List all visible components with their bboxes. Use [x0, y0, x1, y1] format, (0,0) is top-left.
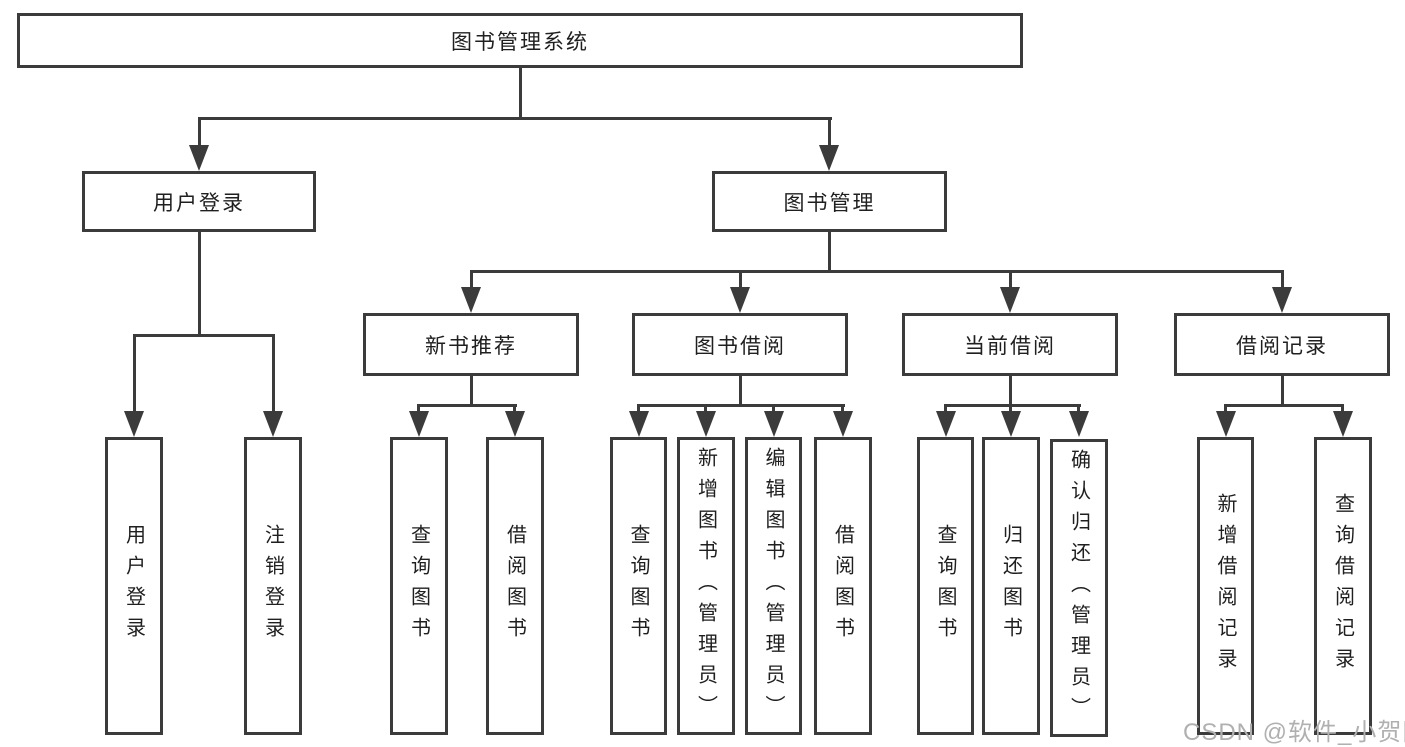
arrow-down-icon: [819, 145, 839, 171]
connector-vline: [1281, 273, 1284, 290]
leaf-return-books: 归还图书: [982, 437, 1040, 735]
connector-vline: [470, 376, 473, 407]
arrow-down-icon: [461, 287, 481, 313]
leaf-borrow-books-recommend: 借阅图书: [486, 437, 544, 735]
leaf-confirm-return-admin-label: 确认归还（管理员）: [1067, 448, 1090, 728]
node-book-management: 图书管理: [712, 171, 947, 232]
connector-vline: [133, 337, 136, 414]
arrow-down-icon: [936, 411, 956, 437]
leaf-query-books-borrowing-label: 查询图书: [627, 524, 649, 648]
connector-hline: [944, 404, 1081, 407]
leaf-query-books-current: 查询图书: [917, 437, 974, 735]
leaf-query-borrow-record-label: 查询借阅记录: [1331, 493, 1354, 679]
connector-vline: [1009, 376, 1012, 407]
connector-vline: [828, 120, 831, 148]
connector-hline: [133, 334, 275, 337]
node-new-book-recommend: 新书推荐: [363, 313, 579, 376]
arrow-down-icon: [764, 411, 784, 437]
leaf-return-books-label: 归还图书: [999, 524, 1022, 648]
connector-vline: [739, 376, 742, 407]
connector-vline: [519, 68, 522, 118]
leaf-edit-books-admin: 编辑图书（管理员）: [745, 437, 802, 735]
leaf-add-books-admin-label: 新增图书（管理员）: [694, 446, 717, 726]
node-book-borrowing-label: 图书借阅: [694, 334, 786, 358]
arrow-down-icon: [409, 411, 429, 437]
node-book-management-label: 图书管理: [783, 191, 876, 215]
node-borrowing-records: 借阅记录: [1174, 313, 1390, 376]
node-user-login-label: 用户登录: [153, 191, 245, 215]
connector-vline: [198, 120, 201, 148]
arrow-down-icon: [833, 411, 853, 437]
connector-vline: [198, 232, 201, 336]
arrow-down-icon: [629, 411, 649, 437]
node-library-system-label: 图书管理系统: [451, 30, 589, 54]
leaf-query-books-borrowing: 查询图书: [610, 437, 667, 735]
node-borrowing-records-label: 借阅记录: [1236, 334, 1328, 358]
connector-vline: [828, 232, 831, 273]
leaf-query-books-recommend: 查询图书: [390, 437, 448, 735]
leaf-logout-login: 注销登录: [244, 437, 302, 735]
leaf-query-books-current-label: 查询图书: [934, 524, 956, 648]
arrow-down-icon: [696, 411, 716, 437]
connector-hline: [637, 404, 845, 407]
leaf-query-books-recommend-label: 查询图书: [407, 524, 430, 648]
leaf-borrow-books-borrowing-label: 借阅图书: [831, 524, 854, 648]
leaf-borrow-books-recommend-label: 借阅图书: [503, 524, 526, 648]
arrow-down-icon: [1001, 411, 1021, 437]
csdn-watermark: CSDN @软件_小贺同学: [1183, 719, 1405, 746]
arrow-down-icon: [124, 411, 144, 437]
node-new-book-recommend-label: 新书推荐: [425, 334, 517, 358]
node-library-system: 图书管理系统: [17, 13, 1023, 68]
node-current-borrowing-label: 当前借阅: [964, 334, 1056, 358]
leaf-query-borrow-record: 查询借阅记录: [1314, 437, 1372, 735]
leaf-borrow-books-borrowing: 借阅图书: [814, 437, 872, 735]
arrow-down-icon: [1333, 411, 1353, 437]
arrow-down-icon: [189, 145, 209, 171]
connector-vline: [1281, 376, 1284, 407]
arrow-down-icon: [1000, 287, 1020, 313]
arrow-down-icon: [263, 411, 283, 437]
leaf-add-books-admin: 新增图书（管理员）: [677, 437, 735, 735]
connector-vline: [1009, 273, 1012, 290]
arrow-down-icon: [730, 287, 750, 313]
connector-vline: [739, 273, 742, 290]
node-book-borrowing: 图书借阅: [632, 313, 848, 376]
leaf-add-borrow-record-label: 新增借阅记录: [1214, 493, 1236, 679]
arrow-down-icon: [1272, 287, 1292, 313]
arrow-down-icon: [505, 411, 525, 437]
node-user-login: 用户登录: [82, 171, 316, 232]
leaf-add-borrow-record: 新增借阅记录: [1197, 437, 1254, 735]
leaf-edit-books-admin-label: 编辑图书（管理员）: [762, 446, 784, 726]
arrow-down-icon: [1069, 411, 1089, 437]
arrow-down-icon: [1216, 411, 1236, 437]
connector-hline: [417, 404, 517, 407]
connector-hline: [470, 270, 1284, 273]
connector-vline: [272, 337, 275, 414]
leaf-logout-login-label: 注销登录: [261, 524, 284, 648]
leaf-user-login: 用户登录: [105, 437, 163, 735]
connector-vline: [470, 273, 473, 290]
node-current-borrowing: 当前借阅: [902, 313, 1118, 376]
leaf-user-login-label: 用户登录: [122, 524, 145, 648]
leaf-confirm-return-admin: 确认归还（管理员）: [1050, 439, 1108, 737]
connector-hline: [198, 117, 832, 120]
connector-hline: [1224, 404, 1344, 407]
